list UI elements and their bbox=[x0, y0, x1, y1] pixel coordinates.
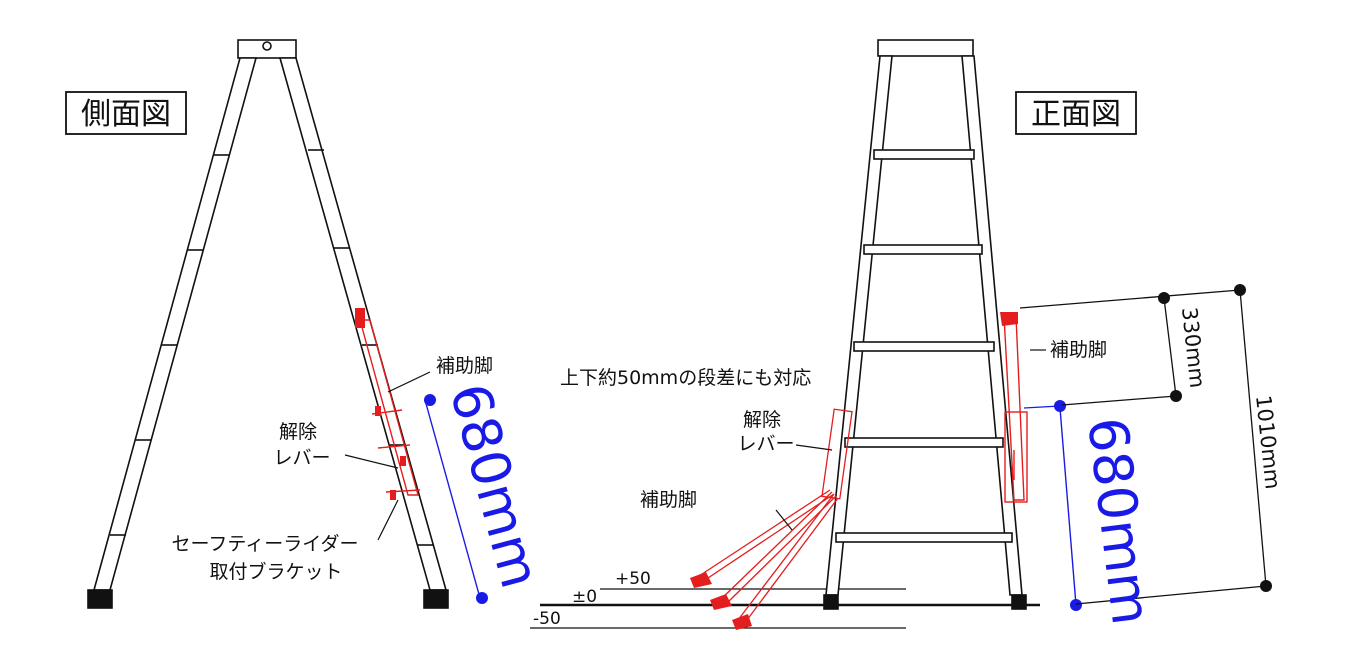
front-dimension-680 bbox=[1023, 400, 1082, 611]
front-dimension-330-label: 330mm bbox=[1177, 306, 1209, 389]
side-release-lever-label-2: レバー bbox=[273, 447, 330, 469]
side-right-foot bbox=[423, 589, 449, 609]
side-title: 側面図 bbox=[81, 97, 171, 132]
side-release-lever-label-1: 解除 bbox=[279, 421, 317, 443]
side-aux-leg-grip bbox=[355, 308, 365, 328]
side-aux-leg bbox=[355, 308, 421, 500]
front-release-lever-label-1: 解除 bbox=[743, 409, 781, 431]
front-top-cap bbox=[877, 39, 974, 57]
front-step-note: 上下約50mmの段差にも対応 bbox=[560, 367, 811, 389]
front-view bbox=[823, 39, 1027, 610]
level-zero: ±0 bbox=[572, 587, 597, 607]
front-left-foot bbox=[823, 594, 839, 610]
aux-foot-zero bbox=[710, 594, 732, 610]
level-plus-50: +50 bbox=[615, 569, 651, 589]
front-right-rail bbox=[961, 55, 1023, 596]
front-leaders bbox=[775, 349, 1046, 531]
front-title: 正面図 bbox=[1031, 97, 1121, 132]
side-dimension-680 bbox=[424, 394, 488, 604]
aux-foot-minus50 bbox=[732, 614, 752, 630]
front-dimension-black bbox=[1019, 289, 1267, 605]
front-release-lever-label-2: レバー bbox=[737, 433, 794, 455]
side-leaders bbox=[344, 371, 431, 541]
side-left-rungs bbox=[110, 154, 229, 536]
side-bracket-label-2: 取付ブラケット bbox=[209, 560, 342, 583]
front-right-foot bbox=[1011, 594, 1027, 610]
side-top-cap bbox=[237, 39, 297, 59]
ground-levels bbox=[530, 588, 1040, 629]
side-left-foot bbox=[87, 589, 113, 609]
side-aux-leg-label: 補助脚 bbox=[436, 355, 493, 377]
side-left-leg bbox=[92, 57, 258, 591]
level-minus-50: -50 bbox=[533, 609, 561, 629]
side-title-box bbox=[65, 91, 187, 135]
front-aux-leg-left-label: 補助脚 bbox=[640, 489, 697, 511]
side-bracket-label-1: セーフティーライダー bbox=[172, 533, 359, 555]
aux-foot-plus50 bbox=[690, 572, 712, 588]
front-dimension-680-label: 680mm bbox=[1075, 414, 1163, 628]
front-aux-leg-right-label: 補助脚 bbox=[1050, 339, 1107, 361]
front-title-box bbox=[1015, 91, 1137, 135]
side-dimension-label: 680mm bbox=[437, 377, 552, 594]
front-dimension-dots bbox=[1158, 284, 1272, 592]
front-left-rail bbox=[825, 55, 893, 596]
front-right-aux-leg bbox=[1000, 312, 1028, 503]
front-rungs bbox=[835, 149, 1013, 543]
front-left-aux-legs bbox=[690, 408, 853, 630]
side-right-rungs bbox=[308, 149, 434, 546]
hinge-icon bbox=[262, 41, 272, 51]
